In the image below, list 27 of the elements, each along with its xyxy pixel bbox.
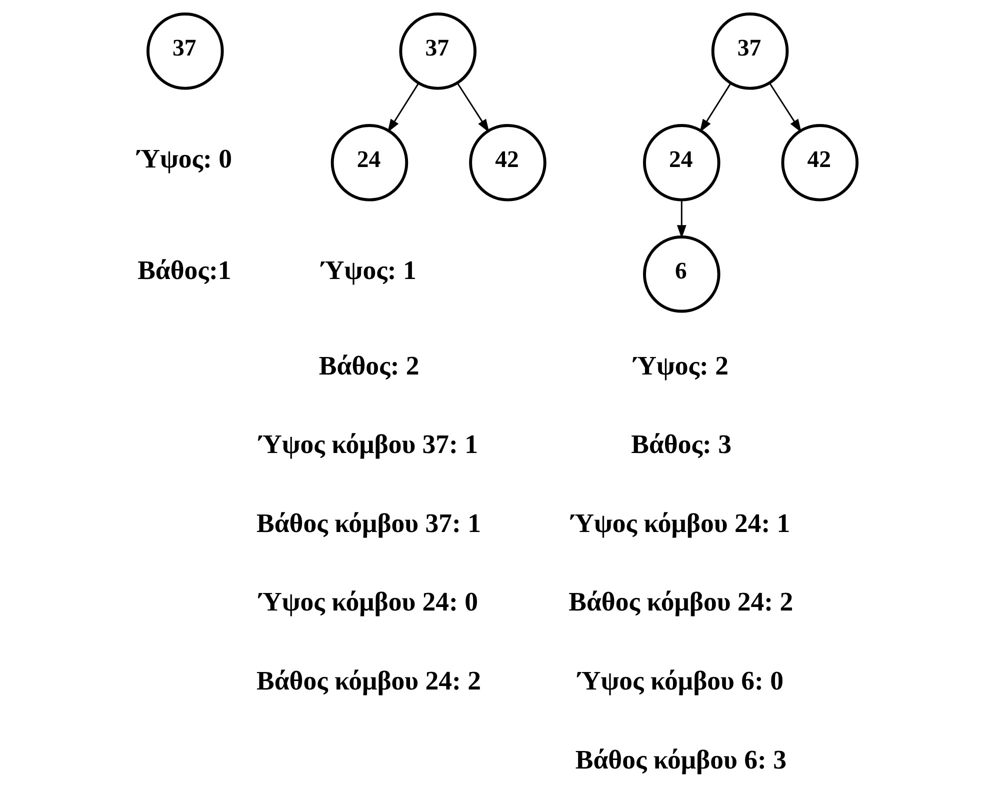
node-circle: 42 <box>781 124 859 202</box>
label: Ύψος κόμβου 37: 1 <box>258 429 478 460</box>
label: Ύψος: 2 <box>633 350 729 380</box>
label: Βάθος κόμβου 37: 1 <box>256 508 481 538</box>
node-circle: 24 <box>330 124 408 202</box>
node-circle: 42 <box>469 124 546 202</box>
label: Ύψος: 0 <box>136 144 232 174</box>
node-circle: 24 <box>643 124 720 202</box>
label: Βάθος κόμβου 6: 3 <box>575 744 786 774</box>
arrow <box>676 200 686 239</box>
label: Ύψος κόμβου 24: 0 <box>258 586 478 617</box>
label: Βάθος:1 <box>138 255 232 286</box>
label: Ύψος κόμβου 6: 0 <box>578 665 784 696</box>
node-circle: 37 <box>711 12 789 90</box>
label: Βάθος κόμβου 24: 2 <box>568 586 794 617</box>
arrow <box>700 83 732 133</box>
label: Βάθος: 2 <box>318 350 420 380</box>
label: Βάθος: 3 <box>631 429 732 460</box>
arrow <box>456 82 490 133</box>
node-circle: 37 <box>399 12 476 90</box>
label: Ύψος κόμβου 24: 1 <box>570 508 790 538</box>
label: Ύψος: 1 <box>321 255 416 286</box>
arrow <box>768 82 802 133</box>
node-circle: 6 <box>643 235 720 313</box>
label: Βάθος κόμβου 24: 2 <box>256 665 481 696</box>
arrow <box>388 83 420 133</box>
node-circle: 37 <box>146 12 224 90</box>
